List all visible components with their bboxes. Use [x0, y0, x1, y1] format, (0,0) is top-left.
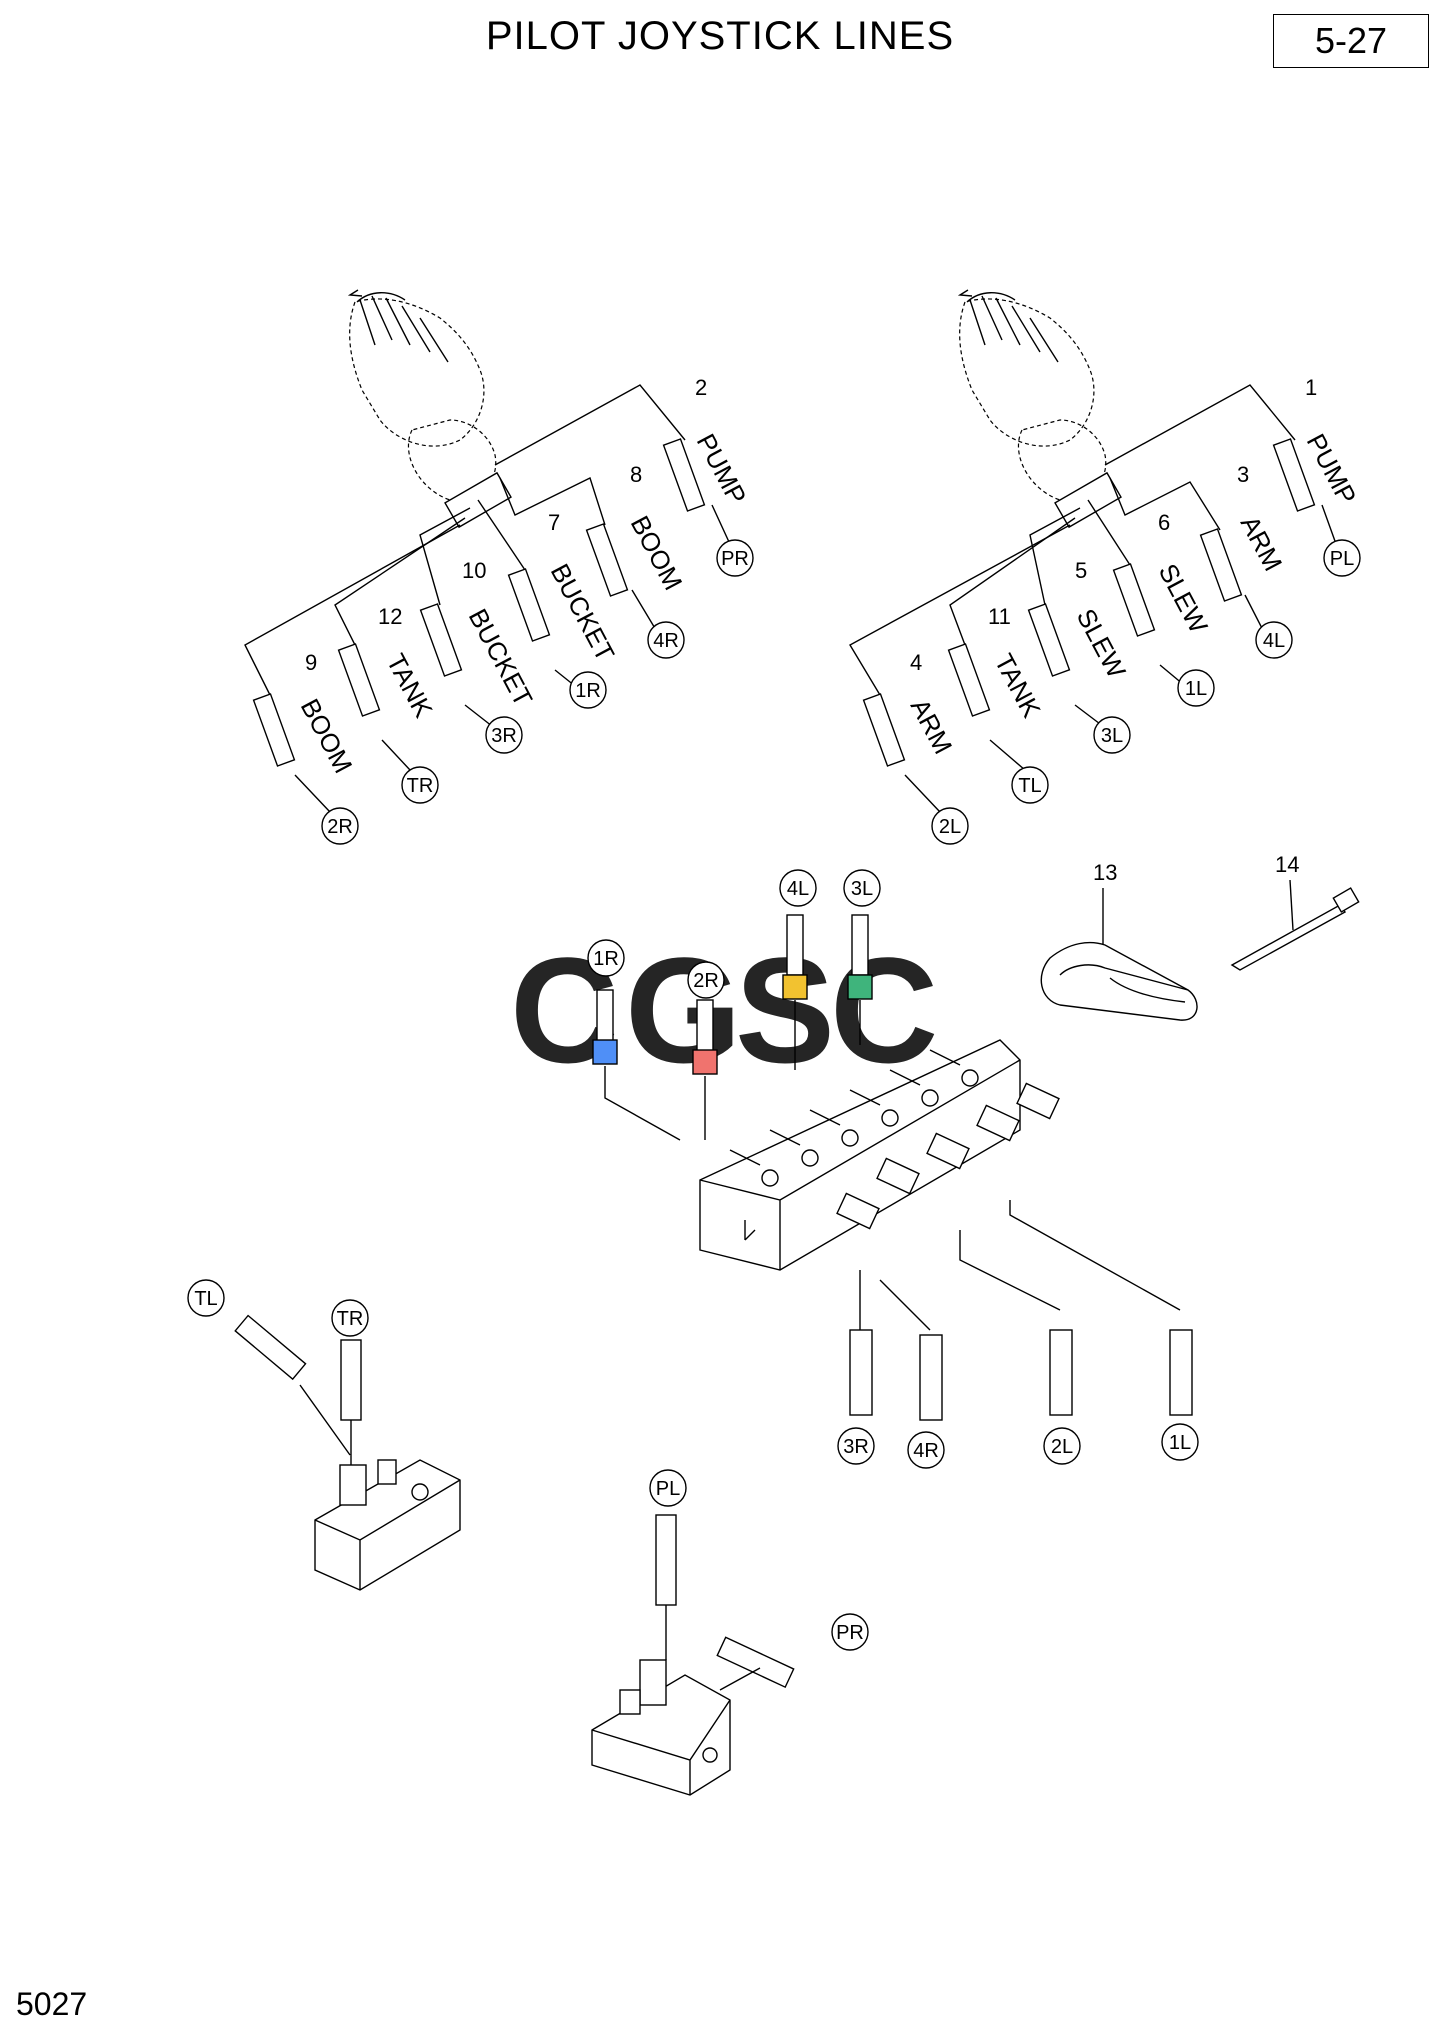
- port-label: 3R: [843, 1436, 869, 1458]
- port-label: 3R: [491, 725, 517, 747]
- hose-label: ARM: [1235, 511, 1289, 576]
- port-label: 4L: [787, 878, 809, 900]
- item-callout: 4: [910, 650, 922, 675]
- port-label: TR: [407, 775, 434, 797]
- joystick-boot-top: [347, 289, 406, 303]
- bottom-port-fittings: [849, 1329, 1193, 1421]
- callout-numbers: 1 3 6 5 11 4: [910, 375, 1317, 675]
- item-callout: 5: [1075, 558, 1087, 583]
- hose-label: TANK: [381, 649, 439, 723]
- tank-return-block: TL TR: [187, 1279, 461, 1591]
- hose-label: SLEW: [1153, 559, 1214, 639]
- port-label: 2R: [327, 816, 353, 838]
- top-port-markers: 4L 3L 1R 2R: [587, 869, 881, 999]
- port-label: PR: [836, 1622, 864, 1644]
- hose-label: SLEW: [1071, 604, 1132, 684]
- drawing-code: 5027: [16, 1986, 88, 2022]
- port-label: 1L: [1185, 678, 1207, 700]
- port-label: 3L: [851, 878, 873, 900]
- bottom-port-markers: 3R 4R 2L 1L: [837, 1423, 1199, 1469]
- top-port-fittings: [592, 914, 873, 1075]
- port-label: 3L: [1101, 725, 1123, 747]
- watermark-letter: S: [735, 926, 835, 1094]
- port-label: 1R: [575, 680, 601, 702]
- hose-label: ARM: [905, 694, 959, 759]
- item-callout: 13: [1093, 860, 1117, 885]
- item-callout: 6: [1158, 510, 1170, 535]
- port-label: 1L: [1169, 1432, 1191, 1454]
- watermark-letter: G: [625, 926, 742, 1094]
- port-label: 2R: [693, 970, 719, 992]
- page-number-box: 5-27: [1273, 14, 1429, 68]
- main-control-valve: 4L 3L 1R 2R 3R 4R 2L 1L: [587, 869, 1199, 1469]
- joystick-grip: [349, 298, 485, 447]
- item-callout: 9: [305, 650, 317, 675]
- port-label: TR: [337, 1308, 364, 1330]
- joystick-boot-top: [957, 289, 1016, 303]
- port-markers: PL PR: [649, 1469, 869, 1651]
- hose-label: TANK: [989, 649, 1047, 723]
- item-callout: 2: [695, 375, 707, 400]
- item-callout: 8: [630, 462, 642, 487]
- port-label: 2L: [939, 816, 961, 838]
- callout-numbers: 2 8 7 10 12 9: [305, 375, 707, 675]
- item-callout: 1: [1305, 375, 1317, 400]
- port-markers: PR 4R 1R 3R TR 2R: [321, 539, 754, 845]
- watermark-logo: C G S C: [510, 926, 938, 1094]
- hose-label: BOOM: [295, 694, 359, 778]
- port-label: PL: [656, 1478, 680, 1500]
- port-label: PR: [721, 548, 749, 570]
- item-callout: 12: [378, 604, 402, 629]
- port-label: 4R: [653, 630, 679, 652]
- port-label: 1R: [593, 948, 619, 970]
- pump-pilot-block: PL PR: [591, 1469, 869, 1796]
- port-label: TL: [194, 1288, 217, 1310]
- page-title: PILOT JOYSTICK LINES: [485, 14, 955, 58]
- right-joystick-assembly: 1 3 6 5 11 4 PUMP ARM SLEW SLEW TANK ARM…: [849, 289, 1362, 845]
- hose-label: BOOM: [625, 511, 689, 595]
- item-callout: 11: [988, 604, 1011, 629]
- item-callout: 14: [1275, 852, 1299, 877]
- hose-protector-item-13: 13: [1040, 860, 1198, 1021]
- port-label: 2L: [1051, 1436, 1073, 1458]
- port-label: PL: [1330, 548, 1354, 570]
- port-markers: PL 4L 1L 3L TL 2L: [931, 539, 1361, 845]
- port-label: 4L: [1263, 630, 1285, 652]
- port-markers: TL TR: [187, 1279, 369, 1337]
- joystick-grip: [959, 298, 1095, 447]
- cable-tie-item-14: 14: [1230, 852, 1360, 971]
- item-callout: 10: [462, 558, 486, 583]
- watermark-letter: C: [830, 926, 938, 1094]
- item-callout: 3: [1237, 462, 1249, 487]
- item-callout: 7: [548, 510, 560, 535]
- port-label: TL: [1018, 775, 1041, 797]
- left-joystick-assembly: 2 8 7 10 12 9 PUMP BOOM BUCKET BUCKET TA…: [244, 289, 754, 845]
- port-label: 4R: [913, 1440, 939, 1462]
